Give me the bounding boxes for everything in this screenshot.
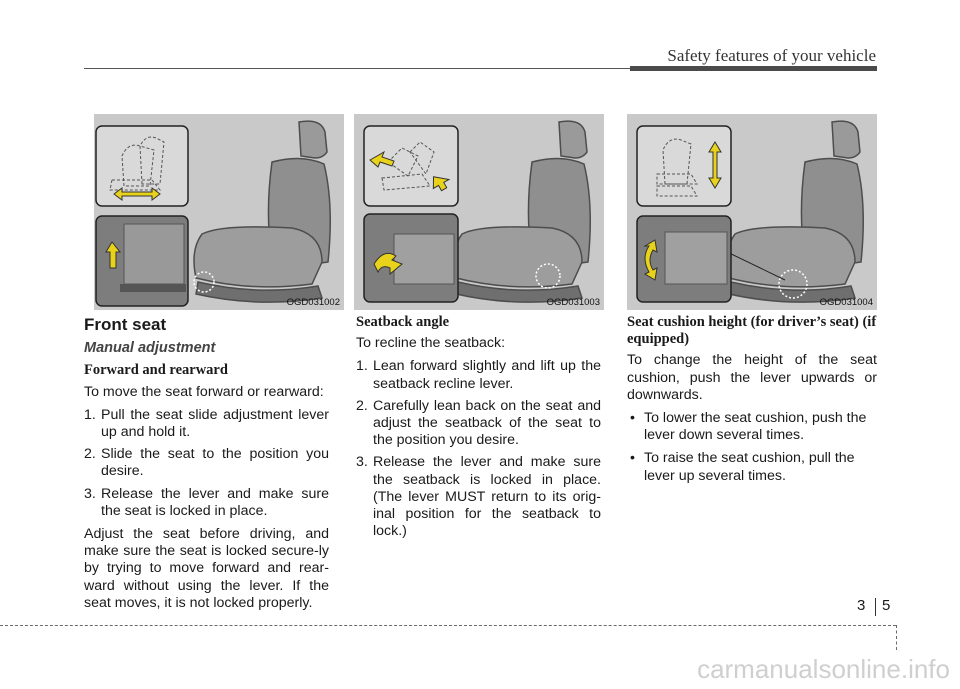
header-bar: [630, 66, 877, 71]
inset-top: [363, 125, 459, 207]
figure-seatback-angle: OGD031003: [354, 114, 604, 310]
topic-heading: Forward and rearward: [84, 362, 228, 379]
bullet-item: To raise the seat cushion, pull the leve…: [627, 450, 877, 484]
inset-top: [95, 125, 189, 207]
seat-slide-illustration: [95, 120, 331, 307]
figure-code: OGD031003: [546, 297, 600, 308]
note-text: Adjust the seat before driving, and make…: [84, 526, 329, 611]
topic-heading: Seat cushion height (for driver’s seat) …: [627, 314, 877, 348]
figure-seat-slide: OGD031002: [94, 114, 344, 310]
watermark: carmanualsonline.info: [697, 654, 950, 684]
intro-text: To move the seat forward or rearward:: [84, 383, 324, 400]
figure-code: OGD031002: [286, 297, 340, 308]
page-number: 5: [882, 597, 891, 614]
steps-list: 1.Lean forward slightly and lift up the …: [356, 358, 601, 540]
topic-heading: Seatback angle: [356, 314, 450, 330]
footer-tick: [896, 625, 897, 650]
inset-top: [636, 125, 732, 207]
cushion-height-illustration: [636, 120, 864, 303]
bullet-list: To lower the seat cushion, push the leve…: [627, 410, 877, 485]
footer-rule: [0, 625, 896, 626]
seat-body: [726, 120, 864, 303]
inset-bottom: [95, 215, 189, 307]
steps-list: 1.Pull the seat slide adjustment lever u…: [84, 407, 329, 520]
figure-cushion-height: OGD031004: [627, 114, 877, 310]
seat-body: [453, 120, 591, 303]
inset-bottom: [636, 215, 732, 303]
step-item: 2.Slide the seat to the position you des…: [84, 446, 329, 480]
inset-bottom: [363, 213, 459, 303]
bullet-item: To lower the seat cushion, push the leve…: [627, 410, 877, 444]
column-front-seat: Front seat Manual adjustment Forward and…: [84, 314, 329, 618]
column-cushion-height: Seat cushion height (for driver’s seat) …: [627, 314, 877, 491]
seatback-illustration: [363, 120, 591, 303]
figure-code: OGD031004: [819, 297, 873, 308]
header-title: Safety features of your vehicle: [667, 46, 876, 65]
column-seatback-angle: Seatback angle To recline the seatback: …: [356, 314, 601, 546]
step-item: 3.Release the lever and make sure the se…: [356, 454, 601, 540]
intro-text: To change the height of the seat cushion…: [627, 352, 877, 403]
intro-text: To recline the seatback:: [356, 335, 506, 352]
subsection-title: Manual adjustment: [84, 340, 216, 357]
page-number-divider: [875, 598, 876, 616]
header-rule: [84, 68, 630, 69]
seat-body: [193, 120, 331, 303]
section-title: Front seat: [84, 315, 167, 334]
step-item: 2.Carefully lean back on the seat and ad…: [356, 397, 601, 449]
chapter-number: 3: [857, 597, 866, 614]
step-item: 3.Release the lever and make sure the se…: [84, 485, 329, 519]
step-item: 1.Lean forward slightly and lift up the …: [356, 358, 601, 392]
step-item: 1.Pull the seat slide adjustment lever u…: [84, 406, 329, 441]
